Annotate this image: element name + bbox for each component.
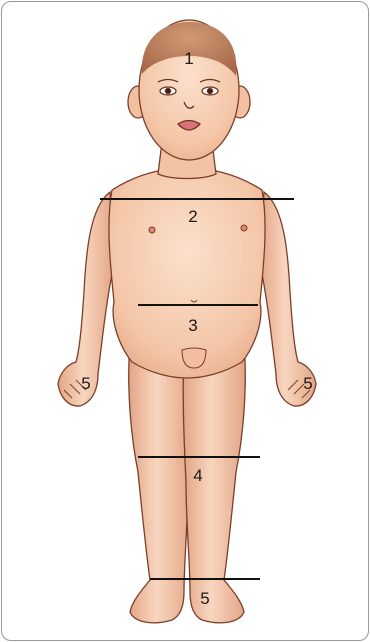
label-hand-left: 5: [81, 374, 90, 393]
label-abdomen: 3: [188, 316, 197, 335]
label-chest: 2: [188, 207, 197, 226]
body-figure: [58, 20, 316, 623]
left-leg: [129, 342, 191, 623]
right-pupil: [207, 88, 212, 93]
label-leg: 4: [193, 466, 202, 485]
label-hand-right: 5: [303, 374, 312, 393]
groin: [182, 348, 206, 368]
left-nipple: [149, 227, 155, 233]
right-nipple: [241, 225, 247, 231]
left-pupil: [165, 88, 170, 93]
label-feet: 5: [200, 589, 209, 608]
label-head: 1: [184, 49, 193, 68]
